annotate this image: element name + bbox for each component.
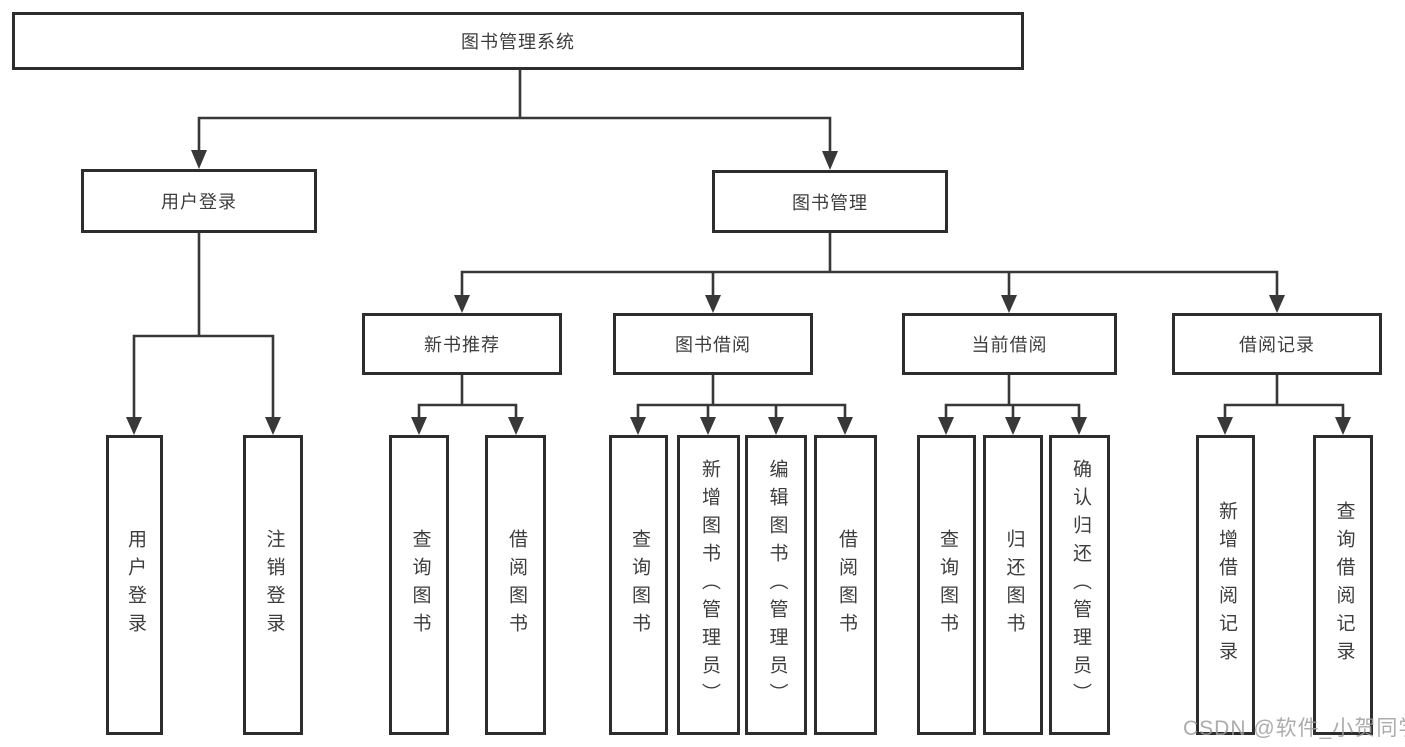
leaf-return-books: 归还图书	[983, 435, 1043, 735]
edges-current-borrowing	[944, 373, 1081, 421]
edges-book-management	[460, 231, 1279, 298]
leaf-logout-label: 注销登录	[263, 529, 285, 641]
leaf-borrow-books-recommend-label: 借阅图书	[505, 529, 527, 641]
leaf-return-books-label: 归还图书	[1003, 529, 1025, 641]
leaf-add-book-admin-label: 新增图书（管理员）	[698, 459, 720, 711]
node-book-borrowing-label: 图书借阅	[675, 335, 751, 355]
arrowheads-book-management	[454, 295, 1285, 313]
arrowheads-new-book-recommend	[411, 417, 524, 435]
leaf-borrow-books: 借阅图书	[814, 435, 877, 735]
leaf-query-books-current: 查询图书	[917, 435, 976, 735]
leaf-borrow-books-label: 借阅图书	[835, 529, 857, 641]
node-book-management: 图书管理	[712, 170, 948, 233]
leaf-user-login: 用户登录	[106, 435, 163, 735]
node-new-book-recommend-label: 新书推荐	[424, 335, 500, 355]
node-current-borrowing: 当前借阅	[902, 313, 1117, 375]
leaf-add-borrow-record: 新增借阅记录	[1196, 435, 1255, 735]
node-user-login-label: 用户登录	[161, 192, 237, 212]
arrowheads-user-login	[126, 417, 281, 435]
arrowheads-borrowing-records	[1217, 417, 1351, 435]
edges-user-login	[132, 231, 275, 420]
leaf-user-login-label: 用户登录	[124, 529, 146, 641]
node-root-label: 图书管理系统	[461, 32, 575, 52]
leaf-query-books-recommend-label: 查询图书	[409, 529, 431, 641]
node-new-book-recommend: 新书推荐	[362, 313, 562, 375]
leaf-borrow-books-recommend: 借阅图书	[485, 435, 546, 735]
leaf-confirm-return-admin-label: 确认归还（管理员）	[1069, 459, 1091, 711]
leaf-add-book-admin: 新增图书（管理员）	[677, 435, 740, 735]
arrowheads-book-borrowing	[630, 417, 853, 435]
node-root: 图书管理系统	[12, 12, 1024, 70]
leaf-query-books-current-label: 查询图书	[936, 529, 958, 641]
node-borrowing-records-label: 借阅记录	[1239, 335, 1315, 355]
leaf-confirm-return-admin: 确认归还（管理员）	[1049, 435, 1110, 735]
leaf-edit-book-admin-label: 编辑图书（管理员）	[766, 459, 788, 711]
leaf-query-books-borrow-label: 查询图书	[628, 529, 650, 641]
edges-root	[197, 68, 832, 154]
leaf-query-books-recommend: 查询图书	[389, 435, 449, 735]
leaf-logout: 注销登录	[243, 435, 303, 735]
leaf-query-books-borrow: 查询图书	[609, 435, 668, 735]
edges-new-book-recommend	[417, 373, 518, 421]
edges-book-borrowing	[636, 373, 847, 421]
leaf-query-borrow-record-label: 查询借阅记录	[1333, 501, 1355, 669]
leaf-edit-book-admin: 编辑图书（管理员）	[745, 435, 807, 735]
csdn-watermark: CSDN @软件_小贺同学	[1183, 717, 1405, 740]
node-book-borrowing: 图书借阅	[613, 313, 813, 375]
node-borrowing-records: 借阅记录	[1172, 313, 1382, 375]
edges-borrowing-records	[1223, 373, 1345, 421]
node-user-login: 用户登录	[81, 169, 317, 233]
leaf-query-borrow-record: 查询借阅记录	[1313, 435, 1373, 735]
arrowheads-root	[191, 150, 838, 170]
node-book-management-label: 图书管理	[792, 192, 868, 213]
node-current-borrowing-label: 当前借阅	[971, 335, 1048, 355]
leaf-add-borrow-record-label: 新增借阅记录	[1215, 501, 1237, 669]
arrowheads-current-borrowing	[938, 417, 1087, 435]
